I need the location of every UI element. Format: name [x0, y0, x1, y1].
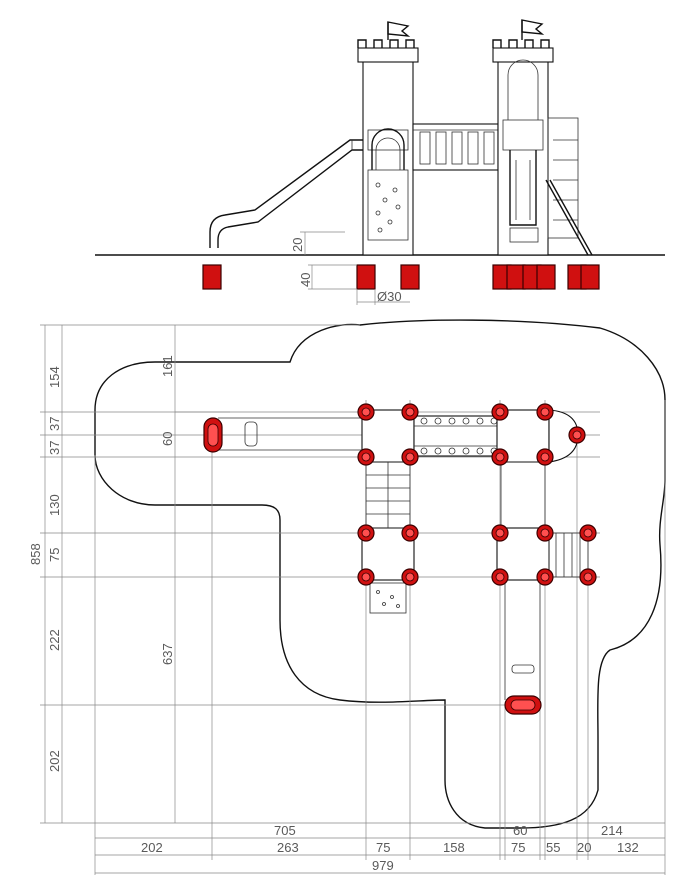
elevation-height-40-label: 40: [298, 273, 313, 287]
dim-bottom-75a: 75: [376, 840, 390, 855]
side-ladder: [545, 117, 593, 256]
elevation-view: 20 40 Ø30: [95, 19, 665, 305]
bridge: [412, 123, 499, 171]
dim-bottom-75b: 75: [511, 840, 525, 855]
dim-bottom-214: 214: [601, 823, 623, 838]
dim-left-202: 202: [47, 750, 62, 772]
dim-bottom-263: 263: [277, 840, 299, 855]
dim-left-37b: 37: [47, 441, 62, 455]
dim-bottom-202: 202: [141, 840, 163, 855]
elevation-diameter-label: Ø30: [377, 289, 402, 304]
plan-left-dimensions: 154 37 37 130 75 222 202 858 161 60 637: [28, 355, 175, 772]
dim-left-130: 130: [47, 494, 62, 516]
dim-left-75: 75: [47, 548, 62, 562]
plan-view: 154 37 37 130 75 222 202 858 161 60 637 …: [28, 319, 666, 875]
right-tower: [492, 19, 554, 256]
dim-inner-161: 161: [160, 355, 175, 377]
dim-inner-60: 60: [160, 432, 175, 446]
dim-total-height: 858: [28, 543, 43, 565]
dim-left-154: 154: [47, 366, 62, 388]
plan-bottom-dimensions: 705 60 214 202 263 75 158 75 55 20 132 9…: [141, 823, 639, 873]
dim-bottom-55: 55: [546, 840, 560, 855]
dim-inner-637: 637: [160, 643, 175, 665]
plan-guide-lines: [40, 400, 666, 875]
elevation-footings: [202, 264, 600, 290]
elevation-height-20-label: 20: [290, 238, 305, 252]
slide: [209, 139, 363, 248]
safety-zone-outline: [94, 319, 666, 829]
dim-bottom-20: 20: [577, 840, 591, 855]
climbing-holds: [375, 182, 401, 233]
dim-bottom-132: 132: [617, 840, 639, 855]
plan-dimension-frame: [40, 324, 665, 874]
dim-left-37a: 37: [47, 417, 62, 431]
dim-bottom-158: 158: [443, 840, 465, 855]
plan-posts: [203, 403, 597, 715]
dim-left-222: 222: [47, 629, 62, 651]
elevation-dimensions: 20 40 Ø30: [290, 231, 410, 305]
dim-bottom-705: 705: [274, 823, 296, 838]
dim-bottom-60: 60: [513, 823, 527, 838]
dim-total-width: 979: [372, 858, 394, 873]
left-tower: [357, 21, 419, 256]
